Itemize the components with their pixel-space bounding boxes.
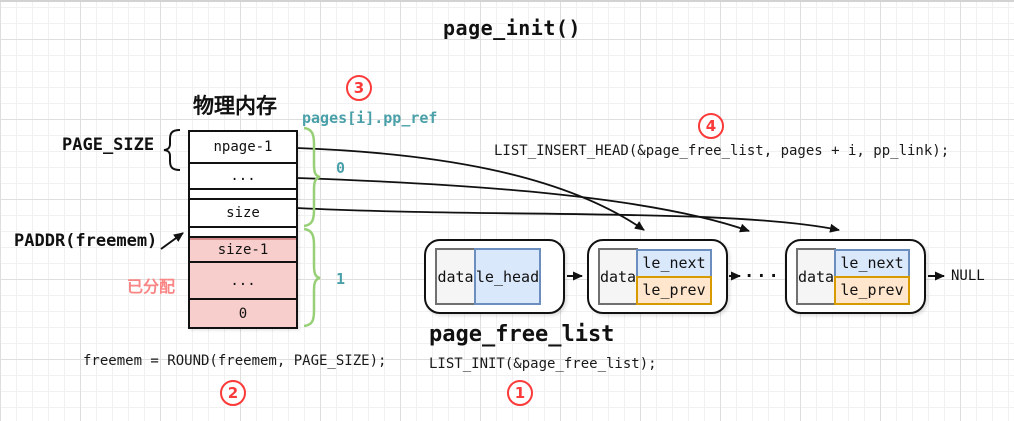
memory-row-label: size [226,205,260,221]
arrow-ellipsis-row-to-list-ellipsis [296,177,750,233]
paddr-freemem-label: PADDR(freemem) [14,231,158,251]
le-prev-label: le_prev [840,281,904,299]
list-ellipsis: ... [744,262,781,282]
arrow-npage-row-to-mid-node [296,147,645,231]
memory-row-spacer [190,228,296,238]
memory-row-label: ... [230,272,256,289]
data-cell: data [435,248,476,305]
pp-ref-value-free: 0 [336,159,346,177]
null-label: NULL [951,268,985,284]
list-node-tail: data le_next le_prev [785,239,926,314]
pp-ref-label: pages[i].pp_ref [302,109,438,127]
memory-row-size: size [190,200,296,228]
le-next-label: le_next [840,254,904,272]
memory-row-label: size-1 [217,241,269,258]
insert-code: LIST_INSERT_HEAD(&page_free_list, pages … [494,143,950,159]
data-cell-label: data [437,267,474,286]
arrow-paddr-pointer [160,232,184,250]
page-free-list-title: page_free_list [429,322,615,347]
data-cell-label: data [797,267,835,286]
le-head-label: le_head [475,267,540,286]
memory-row-zero: 0 [190,300,296,327]
list-init-code: LIST_INIT(&page_free_list); [429,356,657,372]
step-2-number: 2 [227,384,239,402]
memory-table: npage-1 ... size size-1 ... 0 [188,130,298,329]
data-cell: data [796,248,836,305]
link-fields: le_next le_prev [636,248,712,305]
le-prev-label: le_prev [642,281,706,299]
round-code: freemem = ROUND(freemem, PAGE_SIZE); [83,353,387,369]
le-next-cell: le_next [834,248,910,278]
memory-row-npage-1: npage-1 [190,132,296,164]
memory-row-label: 0 [238,305,248,322]
arrow-size-row-to-tail-node [296,207,840,233]
physical-memory-heading: 物理内存 [193,94,277,118]
data-cell: data [598,248,638,305]
allocated-label: 已分配 [127,277,176,296]
memory-row-ellipsis-free: ... [190,164,296,190]
memory-row-label: npage-1 [213,139,273,155]
step-1-number: 1 [514,384,526,402]
le-next-label: le_next [642,254,706,272]
step-1-badge: 1 [507,380,533,406]
step-2-badge: 2 [220,380,246,406]
le-next-cell: le_next [636,248,712,278]
page-size-brace [163,129,181,171]
step-3-badge: 3 [346,75,372,101]
diagram-title: page_init() [443,16,581,40]
list-node-head: data le_head [424,239,565,314]
memory-row-spacer [190,190,296,200]
step-3-number: 3 [353,79,365,97]
link-fields: le_next le_prev [834,248,910,305]
step-4-number: 4 [705,117,717,135]
pp-ref-value-allocated: 1 [336,270,346,288]
memory-row-label: ... [230,168,256,184]
allocated-range-brace [303,227,321,328]
free-range-brace [303,126,321,228]
data-cell-label: data [599,267,637,286]
le-prev-cell: le_prev [636,275,712,305]
list-node-mid: data le_next le_prev [587,239,728,314]
step-4-badge: 4 [698,113,724,139]
memory-row-size-1: size-1 [190,238,296,263]
memory-row-ellipsis-alloc: ... [190,263,296,300]
le-prev-cell: le_prev [834,275,910,305]
le-head-cell: le_head [474,248,541,305]
page-size-label: PAGE_SIZE [62,135,155,155]
